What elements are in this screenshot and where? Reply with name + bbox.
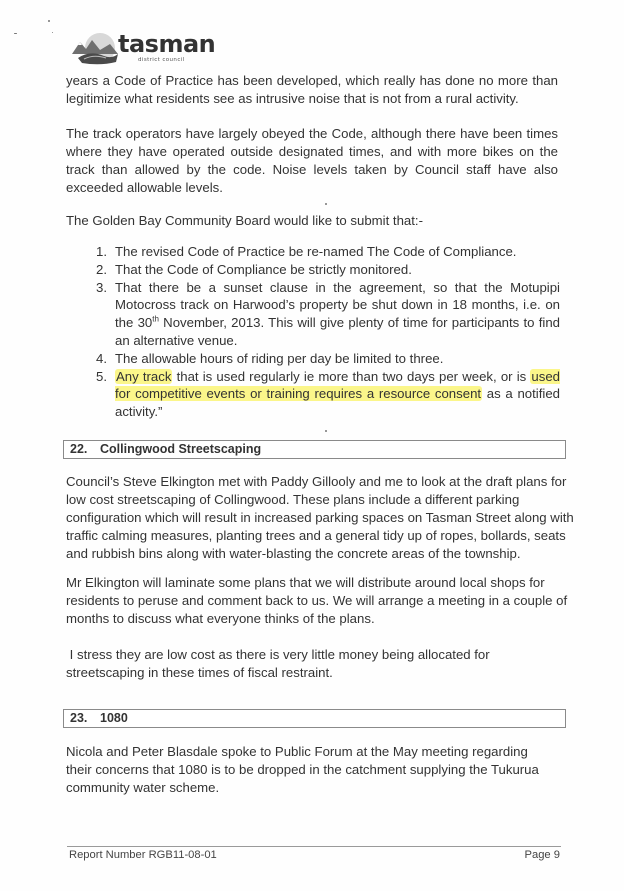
scan-speck bbox=[325, 430, 327, 432]
list-item: 3. That there be a sunset clause in the … bbox=[96, 279, 560, 350]
intro-paragraph-1: years a Code of Practice has been develo… bbox=[66, 73, 558, 106]
intro-paragraph-3: The Golden Bay Community Board would lik… bbox=[66, 213, 423, 228]
list-number: 1. bbox=[96, 244, 107, 259]
list-text: November, 2013. This will give plenty of… bbox=[115, 315, 560, 348]
section-22-paragraph-2: Mr Elkington will laminate some plans th… bbox=[66, 575, 568, 626]
report-number: Report Number RGB11-08-01 bbox=[69, 849, 217, 861]
section-title: Collingwood Streetscaping bbox=[100, 442, 262, 456]
list-item: 1. The revised Code of Practice be re-na… bbox=[96, 243, 560, 261]
section-22-paragraph-1: Council’s Steve Elkington met with Paddy… bbox=[66, 474, 574, 561]
scan-speck bbox=[14, 33, 17, 34]
list-item: 5. Any track that is used regularly ie m… bbox=[96, 368, 560, 421]
highlighted-text: Any track bbox=[115, 368, 173, 384]
scan-speck bbox=[325, 203, 327, 205]
section-23-paragraph-1: Nicola and Peter Blasdale spoke to Publi… bbox=[66, 744, 539, 795]
page-number: Page 9 bbox=[524, 849, 560, 861]
list-text: That there be a sunset clause in the agr… bbox=[115, 279, 560, 331]
list-number: 2. bbox=[96, 261, 107, 277]
section-title: 1080 bbox=[100, 711, 128, 725]
list-text: That the Code of Compliance be strictly … bbox=[115, 261, 412, 277]
logo-subtitle: district council bbox=[138, 57, 185, 63]
ordinal-suffix: th bbox=[152, 314, 159, 324]
section-heading-22: 22. Collingwood Streetscaping bbox=[63, 440, 566, 459]
submission-list: 1. The revised Code of Practice be re-na… bbox=[96, 243, 560, 421]
list-text: as a notified activity.” bbox=[115, 386, 560, 420]
list-text: that is used regularly ie more than two … bbox=[172, 368, 531, 384]
list-item: 4. The allowable hours of riding per day… bbox=[96, 350, 560, 368]
section-number: 22. bbox=[70, 442, 88, 456]
scan-speck bbox=[52, 32, 53, 33]
list-text: The revised Code of Practice be re-named… bbox=[115, 244, 517, 259]
section-22-paragraph-3: I stress they are low cost as there is v… bbox=[66, 647, 494, 680]
tasman-logo: tasman district council bbox=[70, 30, 216, 68]
list-item: 2. That the Code of Compliance be strict… bbox=[96, 261, 560, 279]
section-heading-23: 23. 1080 bbox=[63, 709, 566, 728]
mountain-logo-icon bbox=[72, 33, 118, 65]
footer-divider bbox=[67, 846, 561, 847]
intro-paragraph-2: The track operators have largely obeyed … bbox=[66, 126, 558, 195]
scan-speck bbox=[48, 20, 50, 22]
list-text: The allowable hours of riding per day be… bbox=[115, 350, 444, 366]
list-number: 5. bbox=[96, 368, 107, 384]
section-number: 23. bbox=[70, 711, 88, 725]
logo-wordmark: tasman bbox=[118, 30, 216, 58]
list-number: 3. bbox=[96, 279, 107, 295]
list-number: 4. bbox=[96, 350, 107, 366]
